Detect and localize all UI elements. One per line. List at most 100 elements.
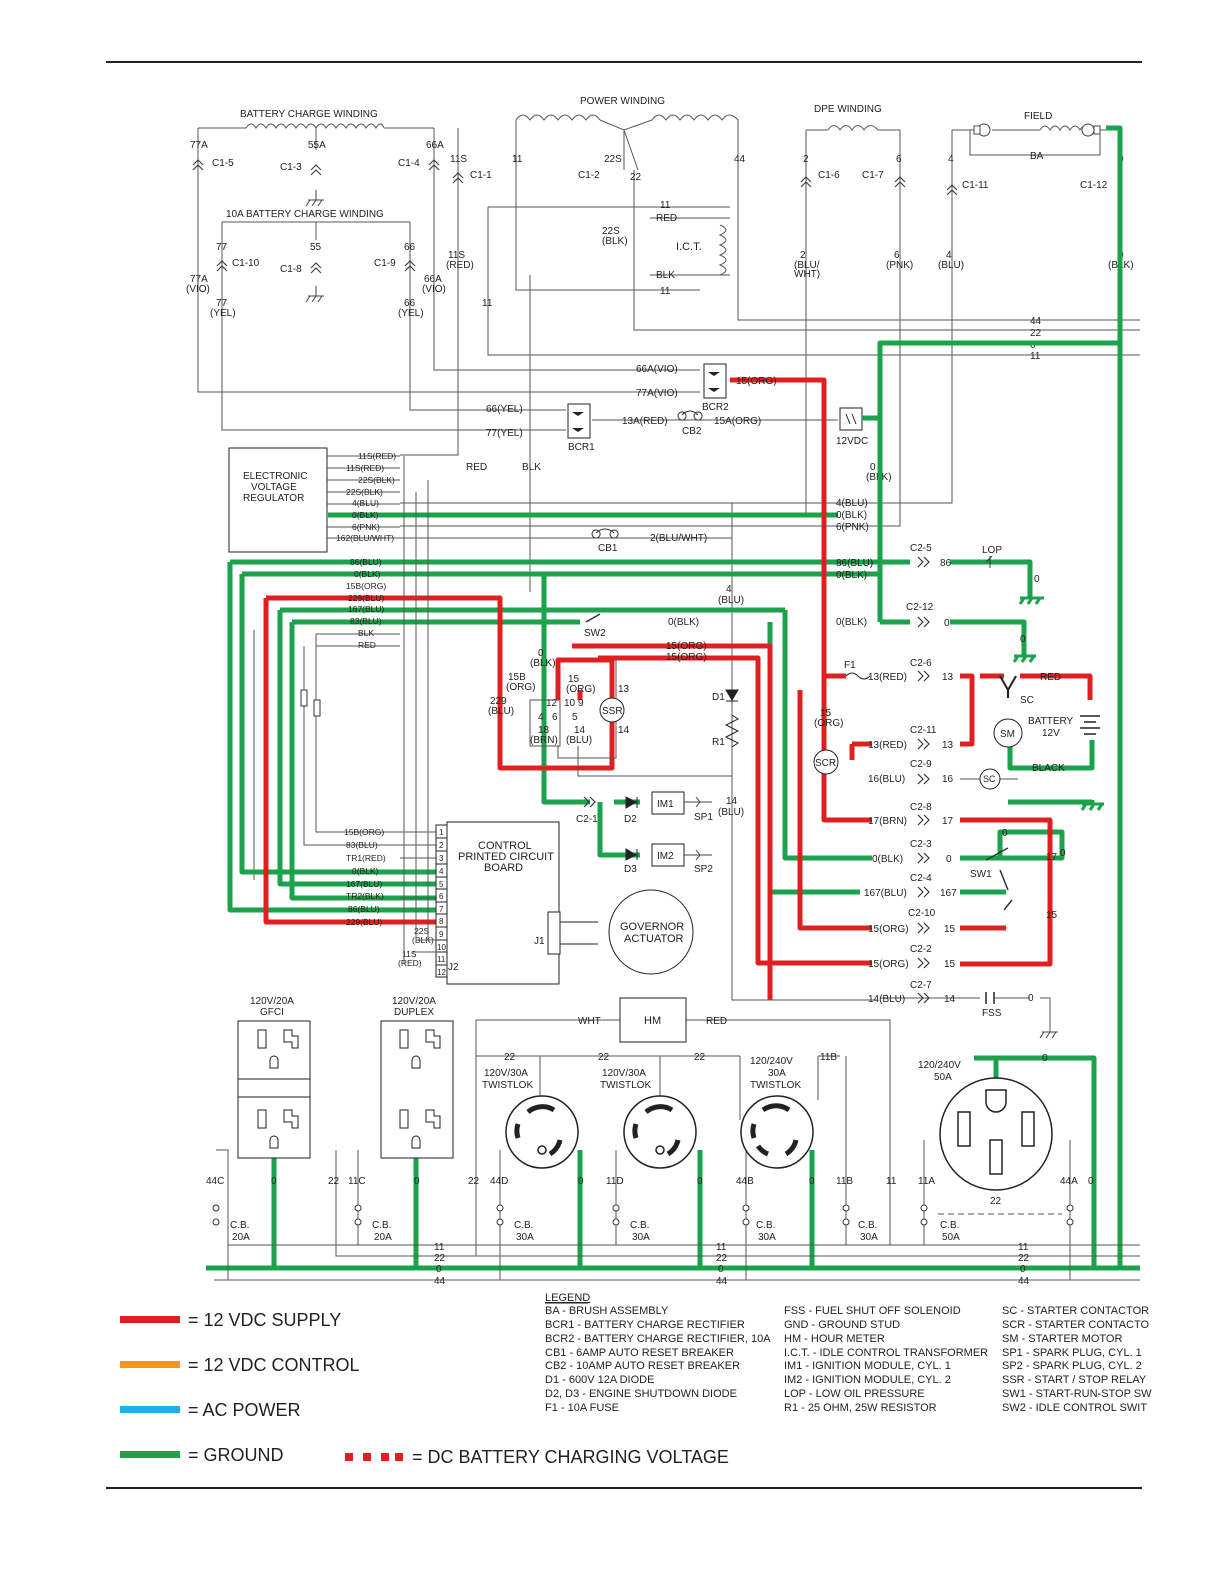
svg-text:77A: 77A — [190, 140, 208, 151]
duplex-label-1: 120V/20A — [392, 996, 436, 1007]
svg-text:15: 15 — [944, 959, 956, 970]
svg-text:6: 6 — [439, 892, 444, 901]
r1-label: R1 — [712, 737, 725, 748]
pcb-thin-lines — [400, 456, 437, 964]
svg-text:11S(RED): 11S(RED) — [358, 451, 396, 461]
key-label-supply: = 12 VDC SUPPLY — [188, 1310, 341, 1330]
bcr1-label: BCR1 — [568, 442, 595, 453]
svg-text:C2-3: C2-3 — [910, 839, 932, 850]
svg-text:22S: 22S — [414, 926, 429, 936]
harness-thin-lines — [303, 633, 400, 700]
gfci-label-2: GFCI — [260, 1007, 284, 1018]
svg-text:0: 0 — [946, 854, 952, 865]
svg-text:11A: 11A — [918, 1176, 935, 1187]
svg-text:15B(ORG): 15B(ORG) — [346, 581, 386, 591]
svg-text:18: 18 — [538, 725, 550, 736]
svg-text:11D: 11D — [606, 1176, 624, 1187]
svg-text:120/240V: 120/240V — [750, 1056, 793, 1067]
svg-text:(YEL): (YEL) — [210, 308, 236, 319]
svg-text:0: 0 — [1060, 848, 1066, 859]
svg-text:0: 0 — [1088, 1176, 1094, 1187]
evr-box — [228, 447, 328, 553]
svg-text:TWISTLOK: TWISTLOK — [750, 1080, 801, 1091]
svg-text:14: 14 — [574, 725, 586, 736]
svg-text:C2-8: C2-8 — [910, 802, 932, 813]
d2-diode-icon — [625, 796, 638, 809]
svg-text:0: 0 — [1020, 634, 1026, 645]
svg-text:17: 17 — [1046, 852, 1058, 863]
svg-text:C.B.: C.B. — [858, 1220, 877, 1231]
svg-text:2: 2 — [439, 841, 444, 850]
svg-text:11: 11 — [512, 154, 523, 165]
12vdc-label: 12VDC — [836, 436, 868, 447]
hm-red-label: RED — [706, 1016, 727, 1027]
svg-text:2: 2 — [800, 250, 806, 261]
svg-text:SM - STARTER MOTOR: SM - STARTER MOTOR — [1002, 1333, 1122, 1345]
svg-text:(VIO): (VIO) — [186, 284, 210, 295]
duplex-label-2: DUPLEX — [394, 1007, 434, 1018]
fss-solenoid-icon — [985, 992, 995, 1004]
svg-text:SC - STARTER CONTACTOR: SC - STARTER CONTACTOR — [1002, 1305, 1149, 1317]
svg-text:C.B.: C.B. — [940, 1220, 959, 1231]
im1-label: IM1 — [657, 799, 674, 810]
f1-label: F1 — [844, 660, 856, 671]
svg-text:0: 0 — [1020, 1264, 1026, 1275]
svg-text:C.B.: C.B. — [372, 1220, 391, 1231]
svg-text:15: 15 — [944, 924, 956, 935]
svg-text:14: 14 — [726, 796, 738, 807]
ssr-label: SSR — [602, 706, 623, 717]
svg-text:C2-7: C2-7 — [910, 980, 932, 991]
relay-thin-lines — [557, 658, 732, 777]
svg-text:0(BLK): 0(BLK) — [836, 617, 867, 628]
label-ba: BA — [1030, 151, 1044, 162]
svg-text:0: 0 — [436, 1264, 442, 1275]
svg-text:BLK: BLK — [358, 628, 374, 638]
svg-text:15: 15 — [568, 674, 580, 685]
svg-text:44: 44 — [1030, 316, 1042, 327]
svg-text:(BLK): (BLK) — [602, 236, 628, 247]
svg-text:13(RED): 13(RED) — [868, 740, 907, 751]
svg-text:(BLU): (BLU) — [938, 260, 964, 271]
sc-circle-label: SC — [983, 774, 996, 784]
svg-text:86(BLU): 86(BLU) — [350, 557, 382, 567]
svg-text:30A: 30A — [768, 1068, 786, 1079]
svg-text:22: 22 — [504, 1052, 516, 1063]
svg-text:6: 6 — [894, 250, 900, 261]
svg-text:(BLU): (BLU) — [718, 807, 744, 818]
svg-text:66A: 66A — [424, 274, 442, 285]
svg-text:15: 15 — [820, 708, 832, 719]
hm-label: HM — [644, 1015, 661, 1027]
spark-plug-icons — [684, 796, 712, 861]
svg-text:22S(BLK): 22S(BLK) — [346, 487, 383, 497]
fss-label: FSS — [982, 1008, 1002, 1019]
svg-text:15(ORG): 15(ORG) — [868, 924, 909, 935]
svg-text:15A(ORG): 15A(ORG) — [714, 416, 761, 427]
svg-text:15: 15 — [1046, 910, 1058, 921]
title-10a-battery-charge-winding: 10A BATTERY CHARGE WINDING — [226, 209, 384, 220]
pcb-label-1: CONTROL — [478, 840, 532, 852]
svg-text:22: 22 — [694, 1052, 706, 1063]
svg-text:D1 - 600V 12A DIODE: D1 - 600V 12A DIODE — [545, 1374, 654, 1386]
svg-text:BCR1 - BATTERY CHARGE RECTIFIE: BCR1 - BATTERY CHARGE RECTIFIER — [545, 1319, 745, 1331]
svg-text:0: 0 — [271, 1176, 277, 1187]
svg-text:7: 7 — [439, 905, 444, 914]
svg-text:0: 0 — [944, 618, 950, 629]
svg-text:229: 229 — [490, 696, 507, 707]
svg-text:66A(VIO): 66A(VIO) — [636, 364, 678, 375]
svg-text:66: 66 — [404, 298, 416, 309]
svg-text:C2-12: C2-12 — [906, 602, 934, 613]
svg-text:11S: 11S — [450, 154, 467, 165]
svg-text:(ORG): (ORG) — [506, 682, 535, 693]
evr-label-3: REGULATOR — [243, 493, 304, 504]
svg-text:0(BLK): 0(BLK) — [872, 854, 903, 865]
svg-text:C2-6: C2-6 — [910, 658, 932, 669]
svg-text:15(ORG): 15(ORG) — [868, 959, 909, 970]
ground-stud-icons — [1012, 596, 1104, 811]
svg-text:11C: 11C — [348, 1176, 366, 1187]
governor-actuator-icon — [608, 889, 694, 975]
svg-text:4: 4 — [726, 584, 732, 595]
